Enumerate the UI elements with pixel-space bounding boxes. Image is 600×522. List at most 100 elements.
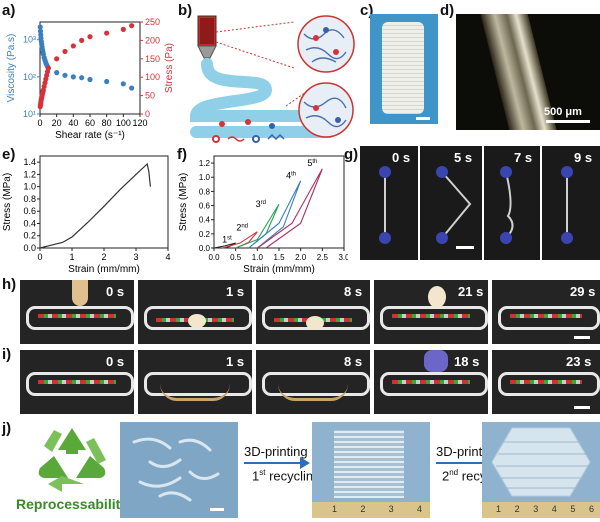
particle [269, 123, 275, 129]
x-tick-label: 0 [37, 118, 42, 128]
specimen [384, 172, 386, 236]
printed-square-lattice [334, 430, 404, 498]
y-tick-label: 1.2 [23, 169, 36, 179]
egg [306, 316, 324, 330]
x-tick-label: 20 [52, 118, 62, 128]
g-time-3: 7 s [514, 150, 533, 165]
recycle-arrow [38, 456, 68, 478]
y-right-tick-label: 100 [145, 72, 160, 82]
hexagon-lattice [491, 427, 591, 497]
particle [335, 117, 341, 123]
h-frame-2: 1 s [138, 280, 252, 344]
y-tick-label: 0.6 [23, 206, 36, 216]
viscosity-point [70, 74, 76, 80]
trampoline-frame [26, 306, 134, 330]
x-tick-label: 80 [102, 118, 112, 128]
arrow1-head [300, 457, 310, 469]
g-time-1: 0 s [392, 150, 411, 165]
i-time-2: 1 s [226, 354, 245, 369]
scale-bar [416, 117, 430, 120]
i-time-1: 0 s [106, 354, 125, 369]
x-tick-label: 40 [68, 118, 78, 128]
stress-point [79, 37, 85, 43]
h-time-5: 29 s [570, 284, 596, 299]
sagging-net [160, 384, 230, 401]
arrow1-superscript: st [259, 468, 266, 477]
h-frame-4: 21 s [374, 280, 488, 344]
cycle-label-superscript: rd [261, 200, 266, 206]
x-axis-label: Strain (mm/mm) [68, 264, 140, 275]
printed-net [510, 314, 582, 318]
fragments [132, 437, 220, 502]
stretched-specimen [441, 171, 472, 239]
recycle-arrow [58, 428, 86, 454]
recycle-icon [38, 428, 106, 492]
g-frame-2: 5 s [420, 146, 482, 260]
x-tick-label: 0.5 [230, 253, 242, 262]
x-tick-label: 1.5 [273, 253, 285, 262]
y-tick-label: 0.2 [23, 231, 36, 241]
y-right-tick-label: 50 [145, 91, 155, 101]
h-time-4: 21 s [458, 284, 484, 299]
g-time-2: 5 s [454, 150, 473, 165]
y-tick-label: 0.0 [199, 244, 211, 253]
recovering-specimen [505, 171, 514, 239]
x-tick-label: 1.0 [252, 253, 264, 262]
arrow2-number: 2 [442, 468, 450, 484]
cycle-label-superscript: th [312, 159, 317, 165]
panel-label-g: g) [344, 146, 359, 163]
arrow1-shaft [244, 462, 304, 464]
ruler-tick: 2 [360, 504, 366, 514]
y-tick-label: 0.2 [199, 230, 211, 239]
trampoline-frame [144, 306, 252, 330]
printed-net [38, 314, 116, 318]
h-frame-1: 0 s [20, 280, 134, 344]
pin-head [500, 166, 512, 178]
zoom-circle-top [297, 15, 355, 73]
y-tick-label: 0.4 [199, 216, 211, 225]
x-tick-label: 60 [85, 118, 95, 128]
legend-glyph [252, 135, 260, 143]
polymer-chains [303, 29, 347, 63]
panel-label-b: b) [178, 2, 193, 19]
y-axis-label: Stress (MPa) [178, 173, 189, 231]
x-tick-label: 4 [165, 252, 170, 262]
ruler [482, 502, 600, 518]
y-left-axis-label: Viscosity (Pa.s) [6, 34, 17, 103]
h-frame-5: 29 s [492, 280, 600, 344]
recycle-arrow [48, 476, 84, 492]
arrow1-word: recycling [269, 468, 321, 484]
x-tick-label: 120 [132, 118, 147, 128]
viscosity-point [79, 75, 85, 81]
h-time-3: 8 s [344, 284, 363, 299]
cycle-label: 2nd [236, 222, 248, 232]
zoom-line [215, 41, 295, 69]
i-frame-3: 8 s [256, 350, 370, 414]
y-axis-label: Stress (MPa) [2, 173, 13, 231]
arrow1-top-label: 3D-printing [244, 444, 308, 459]
ruler [312, 502, 430, 518]
recycled-fragments-photo [120, 422, 238, 518]
printing-schematic [189, 15, 355, 143]
y-tick-label: 1.0 [23, 182, 36, 192]
nozzle-tip [197, 45, 217, 59]
panel-label-h: h) [2, 276, 17, 293]
arrow1-bottom-label: 1st recycling [252, 468, 320, 483]
fragment-strands [132, 437, 220, 502]
particle [313, 35, 319, 41]
recycle-arrow [76, 456, 106, 478]
polymer-chains [303, 97, 347, 128]
hex-cells [496, 441, 588, 489]
zoom-line [215, 21, 295, 33]
y-left-tick-label: 10¹ [23, 109, 36, 119]
y-tick-label: 0.8 [199, 187, 211, 196]
particle [323, 27, 329, 33]
egg [188, 314, 206, 328]
arrow1-number: 1 [252, 468, 260, 484]
i-frame-2: 1 s [138, 350, 252, 414]
egg [428, 286, 446, 308]
pin-head [561, 166, 573, 178]
stress-point [120, 26, 126, 32]
viscosity-point [87, 76, 93, 83]
